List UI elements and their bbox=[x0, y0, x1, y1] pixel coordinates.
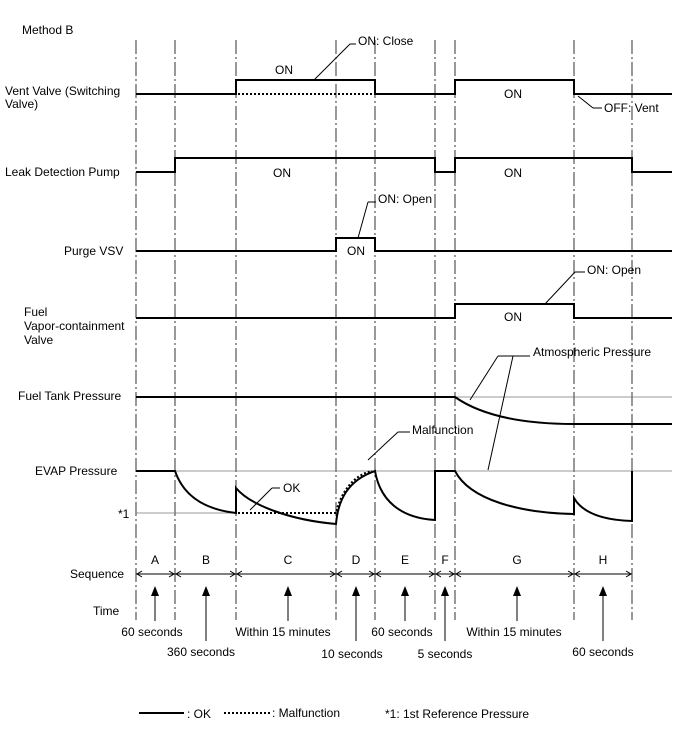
leak-pump-on-label: ON bbox=[273, 166, 291, 180]
time-c-label: Within 15 minutes bbox=[235, 625, 330, 639]
ok-label: OK bbox=[283, 481, 300, 495]
vent-valve-waveform: ON ON ON: Close OFF: Vent bbox=[136, 34, 672, 115]
legend-malfunction-label: : Malfunction bbox=[272, 706, 340, 720]
leak-pump-on-label-2: ON bbox=[504, 166, 522, 180]
time-b-label: 360 seconds bbox=[167, 645, 235, 659]
leak-pump-waveform: ON ON bbox=[136, 157, 672, 180]
sequence-step-b: B bbox=[202, 553, 210, 567]
vent-valve-label-2: Valve) bbox=[5, 97, 38, 111]
evap-pressure-label: EVAP Pressure bbox=[35, 464, 118, 478]
on-close-label: ON: Close bbox=[358, 34, 414, 48]
atmospheric-pressure-label: Atmospheric Pressure bbox=[533, 345, 651, 359]
sequence-arrows bbox=[136, 570, 632, 578]
sequence-step-f: F bbox=[441, 553, 448, 567]
reference-marker: *1 bbox=[118, 507, 130, 521]
fuel-tank-pressure-label: Fuel Tank Pressure bbox=[18, 389, 121, 403]
fuel-valve-label-3: Valve bbox=[24, 333, 53, 347]
sequence-step-a: A bbox=[151, 553, 159, 567]
leak-pump-label: Leak Detection Pump bbox=[5, 165, 120, 179]
vent-valve-on-label: ON bbox=[275, 63, 293, 77]
vent-valve-label-1: Vent Valve (Switching bbox=[5, 84, 120, 98]
vent-valve-on-label-2: ON bbox=[504, 87, 522, 101]
fuel-valve-on-label: ON bbox=[504, 310, 522, 324]
sequence-step-d: D bbox=[352, 553, 361, 567]
time-arrows bbox=[151, 586, 607, 641]
legend: : OK : Malfunction *1: 1st Reference Pre… bbox=[139, 706, 529, 721]
sequence-step-e: E bbox=[401, 553, 409, 567]
legend-ok-label: : OK bbox=[187, 707, 211, 721]
sequence-boundaries bbox=[135, 40, 633, 620]
fuel-valve-label-1: Fuel bbox=[24, 305, 47, 319]
fuel-valve-waveform: ON ON: Open bbox=[136, 263, 672, 324]
purge-vsv-on-label: ON bbox=[347, 244, 365, 258]
sequence-label: Sequence bbox=[70, 567, 124, 581]
time-e-label: 60 seconds bbox=[371, 625, 432, 639]
sequence-step-g: G bbox=[512, 553, 521, 567]
off-vent-label: OFF: Vent bbox=[604, 101, 659, 115]
sequence-row: A B C D E F G H bbox=[136, 552, 632, 578]
malfunction-label: Malfunction bbox=[412, 423, 473, 437]
time-g-label: Within 15 minutes bbox=[466, 625, 561, 639]
legend-reference-note: *1: 1st Reference Pressure bbox=[385, 707, 529, 721]
time-label: Time bbox=[93, 604, 120, 618]
evap-pressure-waveform bbox=[136, 469, 672, 526]
fuel-valve-label-2: Vapor-containment bbox=[24, 319, 125, 333]
time-f-label: 5 seconds bbox=[418, 647, 473, 661]
purge-vsv-label: Purge VSV bbox=[64, 244, 123, 258]
sequence-step-c: C bbox=[284, 553, 293, 567]
purge-on-open-label: ON: Open bbox=[378, 192, 432, 206]
time-d-label: 10 seconds bbox=[321, 647, 382, 661]
time-a-label: 60 seconds bbox=[121, 625, 182, 639]
purge-vsv-waveform: ON ON: Open bbox=[136, 192, 672, 258]
time-h-label: 60 seconds bbox=[572, 645, 633, 659]
sequence-step-h: H bbox=[599, 553, 608, 567]
method-title: Method B bbox=[22, 23, 73, 37]
callouts: Atmospheric Pressure Malfunction OK bbox=[249, 345, 651, 511]
fuel-tank-pressure-waveform bbox=[136, 396, 672, 425]
fuel-on-open-label: ON: Open bbox=[587, 263, 641, 277]
